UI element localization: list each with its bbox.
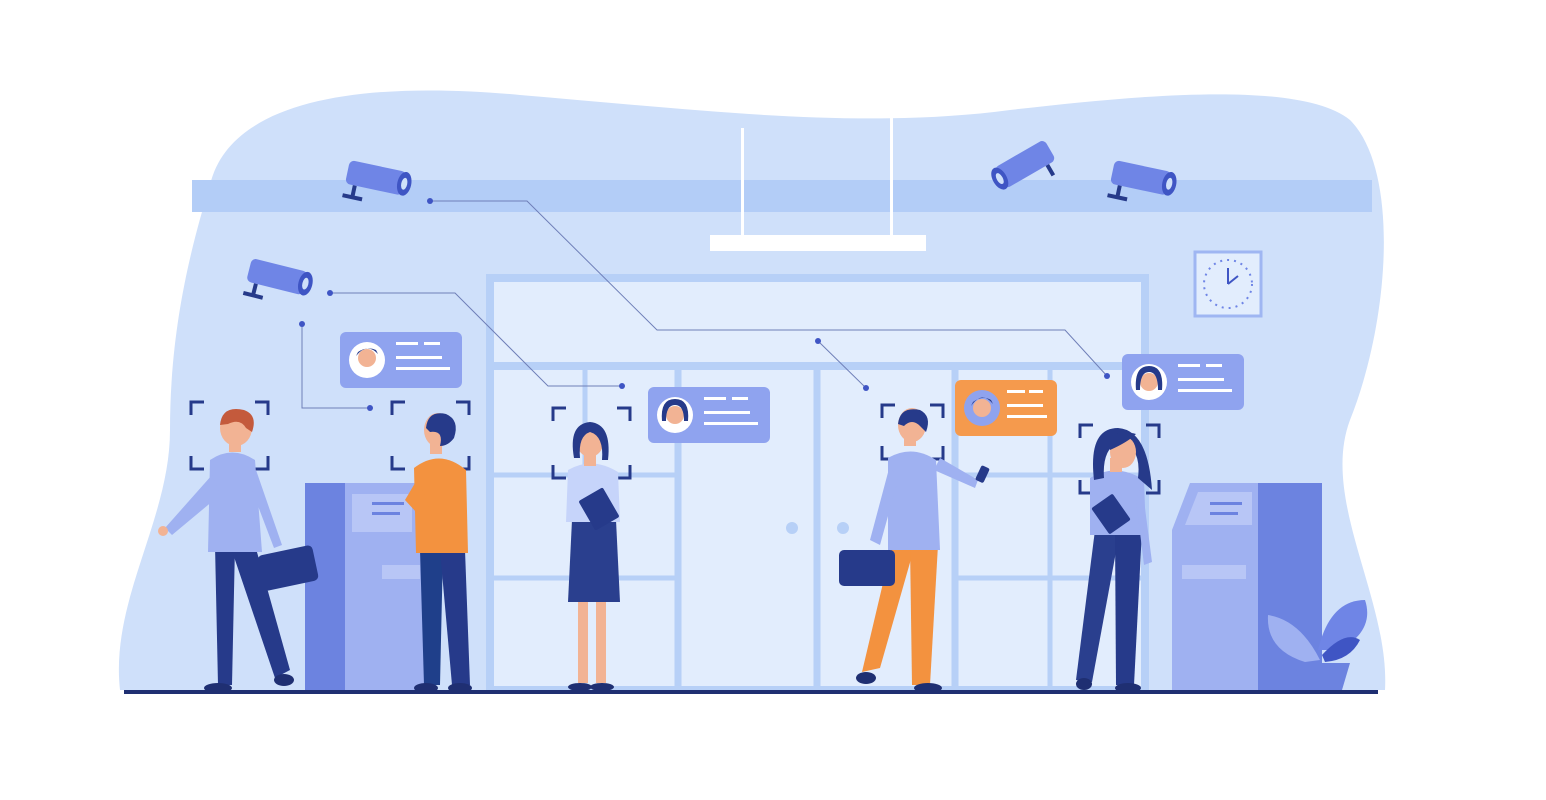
cctv-camera-icon <box>242 259 313 300</box>
id-card-icon <box>955 380 1057 436</box>
briefcase-icon <box>257 545 319 591</box>
cctv-camera-icon <box>991 141 1056 190</box>
door-handle-left <box>786 522 798 534</box>
briefcase-icon <box>839 550 895 586</box>
id-card-icon <box>648 387 770 443</box>
cctv-camera-icon <box>1107 160 1177 202</box>
floor-line <box>124 690 1378 694</box>
ceiling-light <box>710 235 926 251</box>
atm-kiosk-icon <box>1172 483 1322 690</box>
id-card-icon <box>340 332 462 388</box>
person-man-with-phone <box>839 408 990 693</box>
person-man-walking <box>158 409 319 693</box>
connector-lines <box>301 200 1108 409</box>
id-card-icon <box>1122 354 1244 410</box>
person-woman-skirt <box>566 422 620 691</box>
face-scan-frame-icon <box>189 400 1161 495</box>
light-rod-right <box>890 118 893 236</box>
atm-kiosk-icon <box>305 483 425 690</box>
person-woman-long-hair <box>1076 428 1152 693</box>
potted-plant-icon <box>1267 600 1368 690</box>
door-handle-right <box>837 522 849 534</box>
light-rod-left <box>741 128 744 236</box>
cctv-camera-icon <box>342 160 412 202</box>
connector-dots <box>299 198 1110 411</box>
wall-clock-icon <box>1193 250 1263 318</box>
